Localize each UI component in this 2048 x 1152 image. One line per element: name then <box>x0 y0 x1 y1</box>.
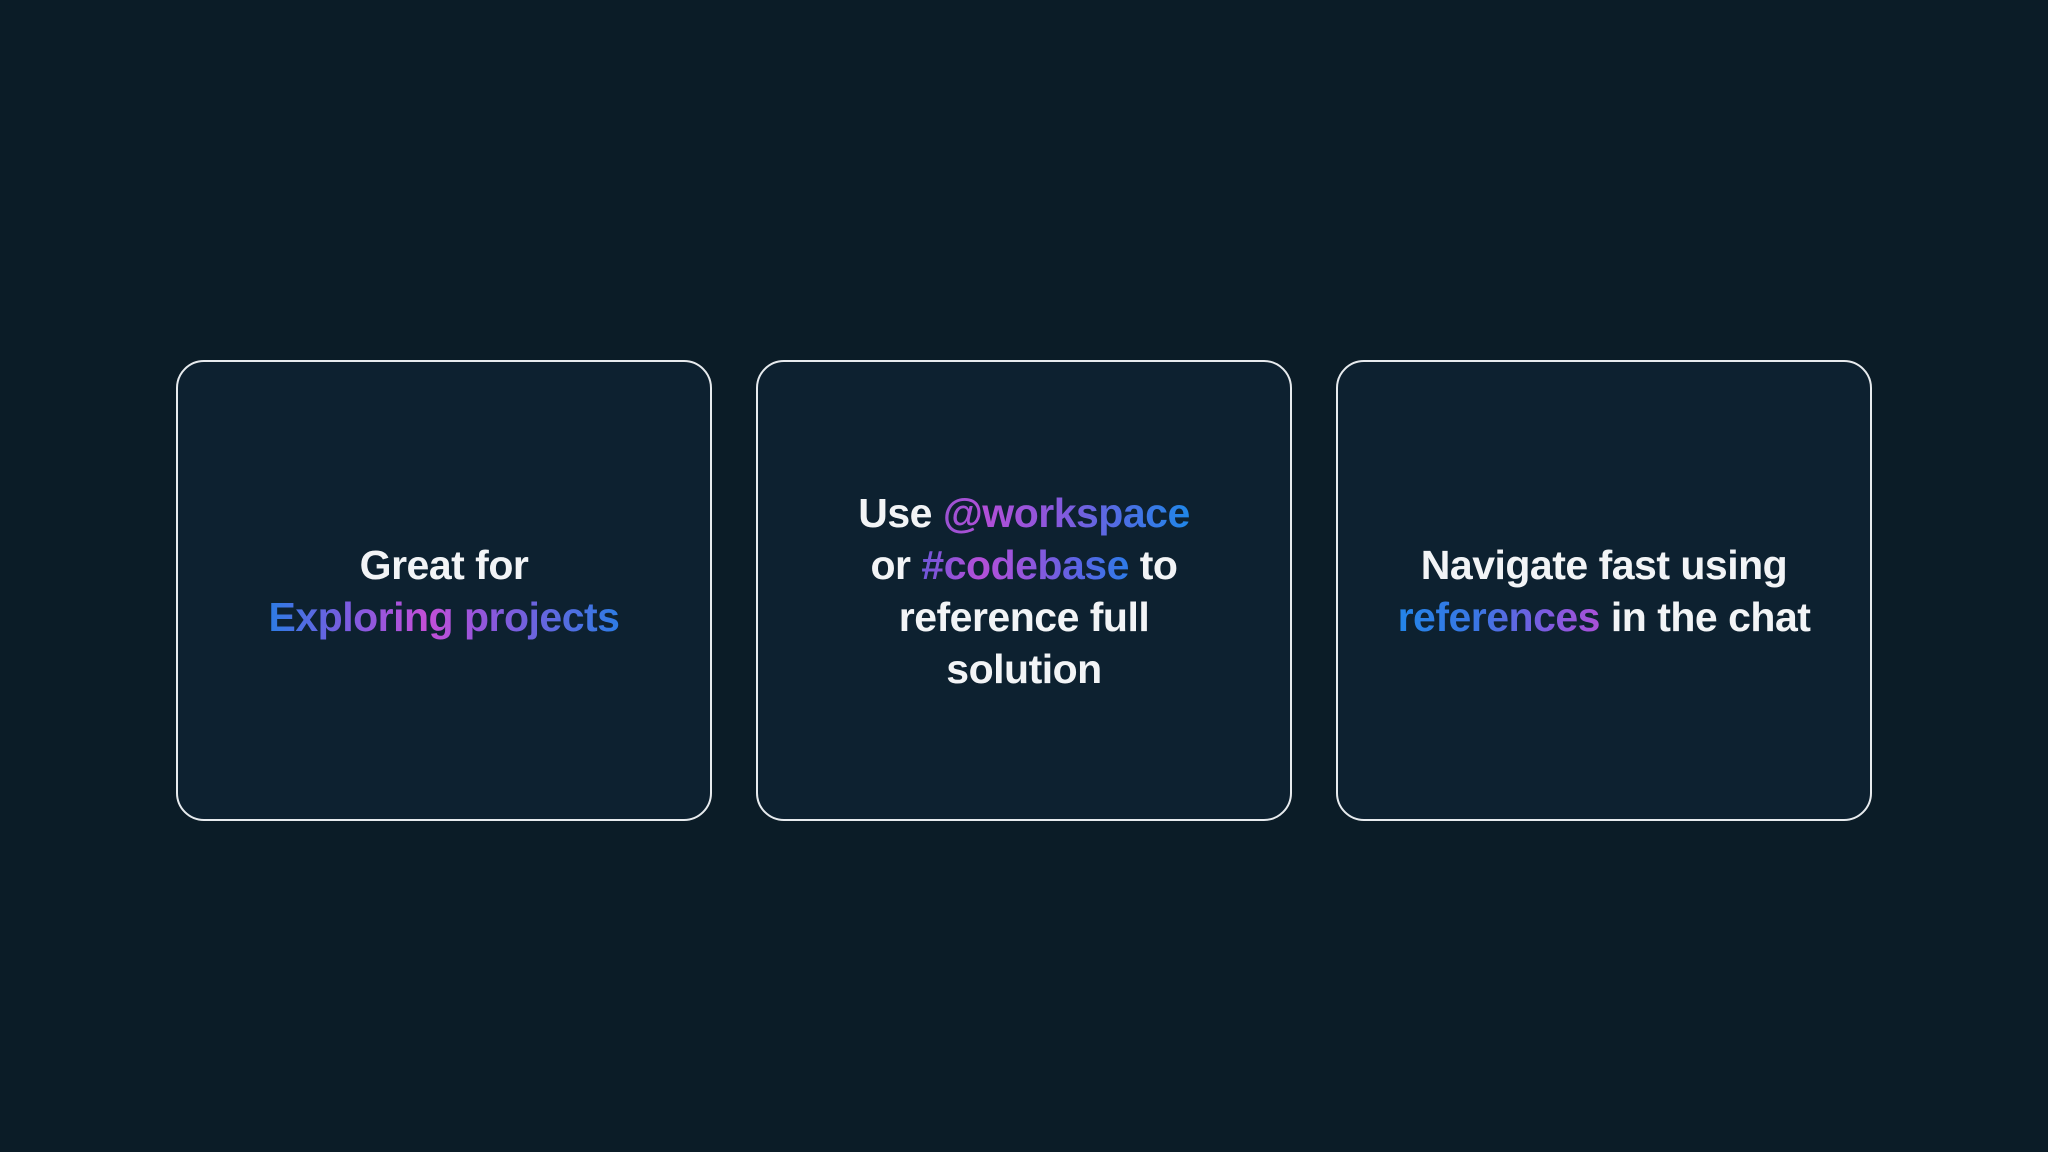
text-line: solution <box>946 643 1102 695</box>
text-line: Great for <box>360 539 529 591</box>
text-segment: or <box>870 541 922 588</box>
text-line: Navigate fast using <box>1420 539 1788 591</box>
text-line: Exploring projects <box>269 591 620 643</box>
highlight-text-segment: references <box>1397 593 1601 640</box>
text-line: reference full <box>899 591 1150 643</box>
text-segment: Use <box>858 489 943 536</box>
text-line: references in the chat <box>1398 591 1811 643</box>
text-line: Use @workspace <box>858 487 1190 539</box>
text-segment: Navigate fast using <box>1420 541 1788 588</box>
text-segment: reference full <box>898 593 1150 640</box>
highlight-text-segment: @workspace <box>942 489 1190 536</box>
text-segment: solution <box>946 645 1102 692</box>
highlight-text-segment: #codebase <box>921 541 1129 588</box>
text-segment: to <box>1128 541 1178 588</box>
text-segment: in the chat <box>1600 593 1811 640</box>
highlight-text-segment: Exploring projects <box>268 593 620 640</box>
text-segment: Great for <box>359 541 529 588</box>
text-line: or #codebase to <box>871 539 1178 591</box>
